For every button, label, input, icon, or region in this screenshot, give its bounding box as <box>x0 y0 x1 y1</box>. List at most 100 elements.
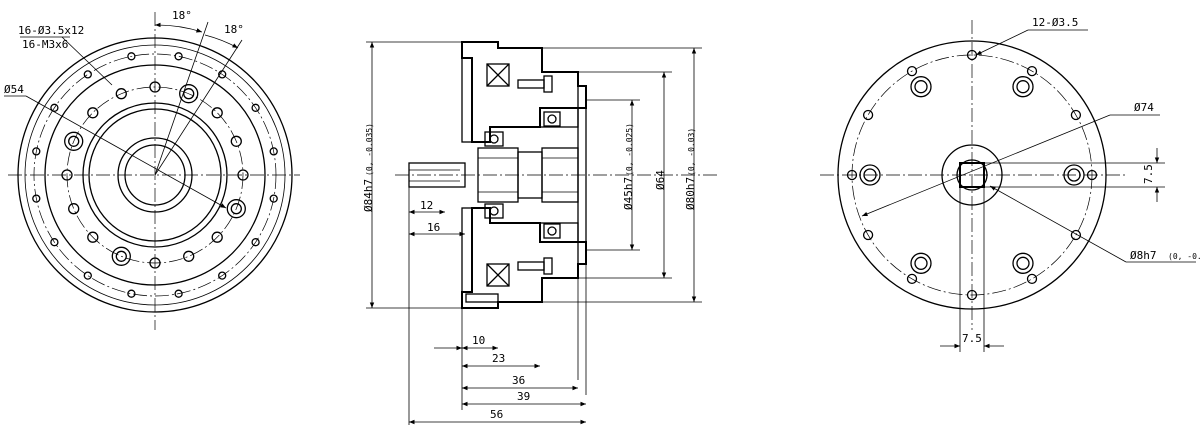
dia54-label: Ø54 <box>4 83 24 96</box>
bolt-lower <box>517 261 545 271</box>
dim-36-label: 36 <box>512 374 525 387</box>
right-small-hole <box>966 289 978 301</box>
dia74-label: Ø74 <box>1134 101 1154 114</box>
dia45-tol: (0, -0.025) <box>625 123 634 176</box>
dim-12-label: 12 <box>420 199 433 212</box>
left-bore-circle <box>117 137 193 213</box>
right-small-hole <box>1086 169 1098 181</box>
bearing-lower-right <box>543 223 561 239</box>
right-small-hole <box>906 273 918 285</box>
right-hole-pattern <box>846 49 1098 301</box>
dim-23-label: 23 <box>492 352 505 365</box>
left-hub-inner-circle <box>88 108 222 242</box>
left-hub-circle <box>82 102 228 248</box>
right-counterbore-core <box>914 80 928 94</box>
left-inner-hole-core <box>115 250 127 262</box>
angle-label-2: 18° <box>224 23 244 36</box>
right-counterbore-core <box>1016 80 1030 94</box>
dia74-leader <box>861 114 1111 217</box>
left-inner-hole-pattern <box>61 81 249 269</box>
shaft-dia-tol: (0, -0.015) <box>1168 252 1200 261</box>
right-small-hole <box>1026 65 1038 77</box>
angle-arc-1 <box>154 22 203 33</box>
bolt-lower-head <box>543 257 553 275</box>
left-inner-hole <box>230 135 242 147</box>
bearing-upper-right <box>543 111 561 127</box>
right-counterbore-hole <box>910 76 932 98</box>
dia45-label: Ø45h7 <box>622 177 635 210</box>
bearing-lower-left <box>484 203 504 219</box>
right-small-hole <box>862 229 874 241</box>
cross-roller-upper <box>486 63 510 87</box>
cross-roller-lower <box>486 263 510 287</box>
left-inner-hole <box>87 231 99 243</box>
left-outer-hole <box>174 289 183 298</box>
output-hub-upper <box>539 107 579 128</box>
left-outer-circle <box>17 37 293 313</box>
left-outer-bolt-circle <box>33 53 277 297</box>
right-counterbore-hole <box>1063 164 1085 186</box>
left-front-view: 16-Ø3.5x12 16-M3x6 18° 18° Ø54 <box>4 9 300 330</box>
left-inner-hole <box>183 250 195 262</box>
right-counterbore-core <box>863 168 877 182</box>
left-outer-hole <box>32 147 41 156</box>
cross-roller-lower-x <box>486 263 510 287</box>
right-holes-label: 12-Ø3.5 <box>1032 16 1078 29</box>
right-rear-view: 12-Ø3.5 Ø74 7.5 7.5 Ø8h7 (0, -0.015) <box>820 16 1200 352</box>
holes-callout-text-2: 16-M3x6 <box>22 38 68 51</box>
bearing-ball-ll <box>489 206 499 216</box>
left-inner-hole <box>115 88 127 100</box>
right-small-hole <box>1070 229 1082 241</box>
left-inner-hole <box>237 169 249 181</box>
dia84-label: Ø84h7 <box>362 179 375 212</box>
left-inner-hole-core <box>230 203 242 215</box>
right-shaft-circle <box>956 159 988 191</box>
right-small-hole <box>906 65 918 77</box>
right-holes-leader <box>975 29 1029 56</box>
angle-ray-1 <box>154 21 209 176</box>
cross-roller-upper-x <box>486 63 510 87</box>
left-step-circle <box>44 64 266 286</box>
right-counterbore-hole <box>1012 252 1034 274</box>
right-counterbore-hole <box>859 164 881 186</box>
left-outer-hole <box>251 238 260 247</box>
shaft-dia-leader <box>989 185 1127 263</box>
left-inner-bolt-circle <box>66 86 244 264</box>
bearing-ball-lr <box>547 226 557 236</box>
right-bolt-circle <box>851 54 1093 296</box>
dia80-tol: (0, -0.03) <box>687 128 696 176</box>
angle-arc-2 <box>204 34 239 49</box>
housing-wall-upper <box>461 57 473 143</box>
dia64-label: Ø64 <box>654 170 667 190</box>
input-shaft <box>408 162 466 188</box>
dim75b-label: 7.5 <box>962 332 982 345</box>
left-inner-hole <box>149 257 161 269</box>
left-inner-hole-counterbored <box>226 199 246 219</box>
left-outer-hole <box>218 271 227 280</box>
left-outer-hole <box>32 194 41 203</box>
dim-16-label: 16 <box>427 221 440 234</box>
right-outer-circle <box>837 40 1107 310</box>
left-outer-hole <box>251 103 260 112</box>
right-small-hole <box>846 169 858 181</box>
bearing-upper-left <box>484 131 504 147</box>
holes-callout-text-1: 16-Ø3.5x12 <box>18 24 84 37</box>
angle-ray-2 <box>154 39 243 176</box>
bearing-ball-ul <box>489 134 499 144</box>
shaft-dia-label: Ø8h7 <box>1130 249 1157 262</box>
left-inner-hole-core <box>183 88 195 100</box>
left-outer-hole <box>127 52 136 61</box>
right-hub-circle <box>941 144 1003 206</box>
dim-56-label: 56 <box>490 408 503 421</box>
output-gear <box>541 147 579 203</box>
holes-callout-leader <box>61 36 113 86</box>
left-outer-hole <box>269 194 278 203</box>
dim-10-label: 10 <box>472 334 485 347</box>
left-inner-hole-counterbored <box>64 131 84 151</box>
bearing-ball-ur <box>547 114 557 124</box>
housing-wall-lower <box>461 207 473 293</box>
dia80-label: Ø80h7 <box>684 177 697 210</box>
right-counterbore-core <box>1067 168 1081 182</box>
left-outer-hole <box>269 147 278 156</box>
